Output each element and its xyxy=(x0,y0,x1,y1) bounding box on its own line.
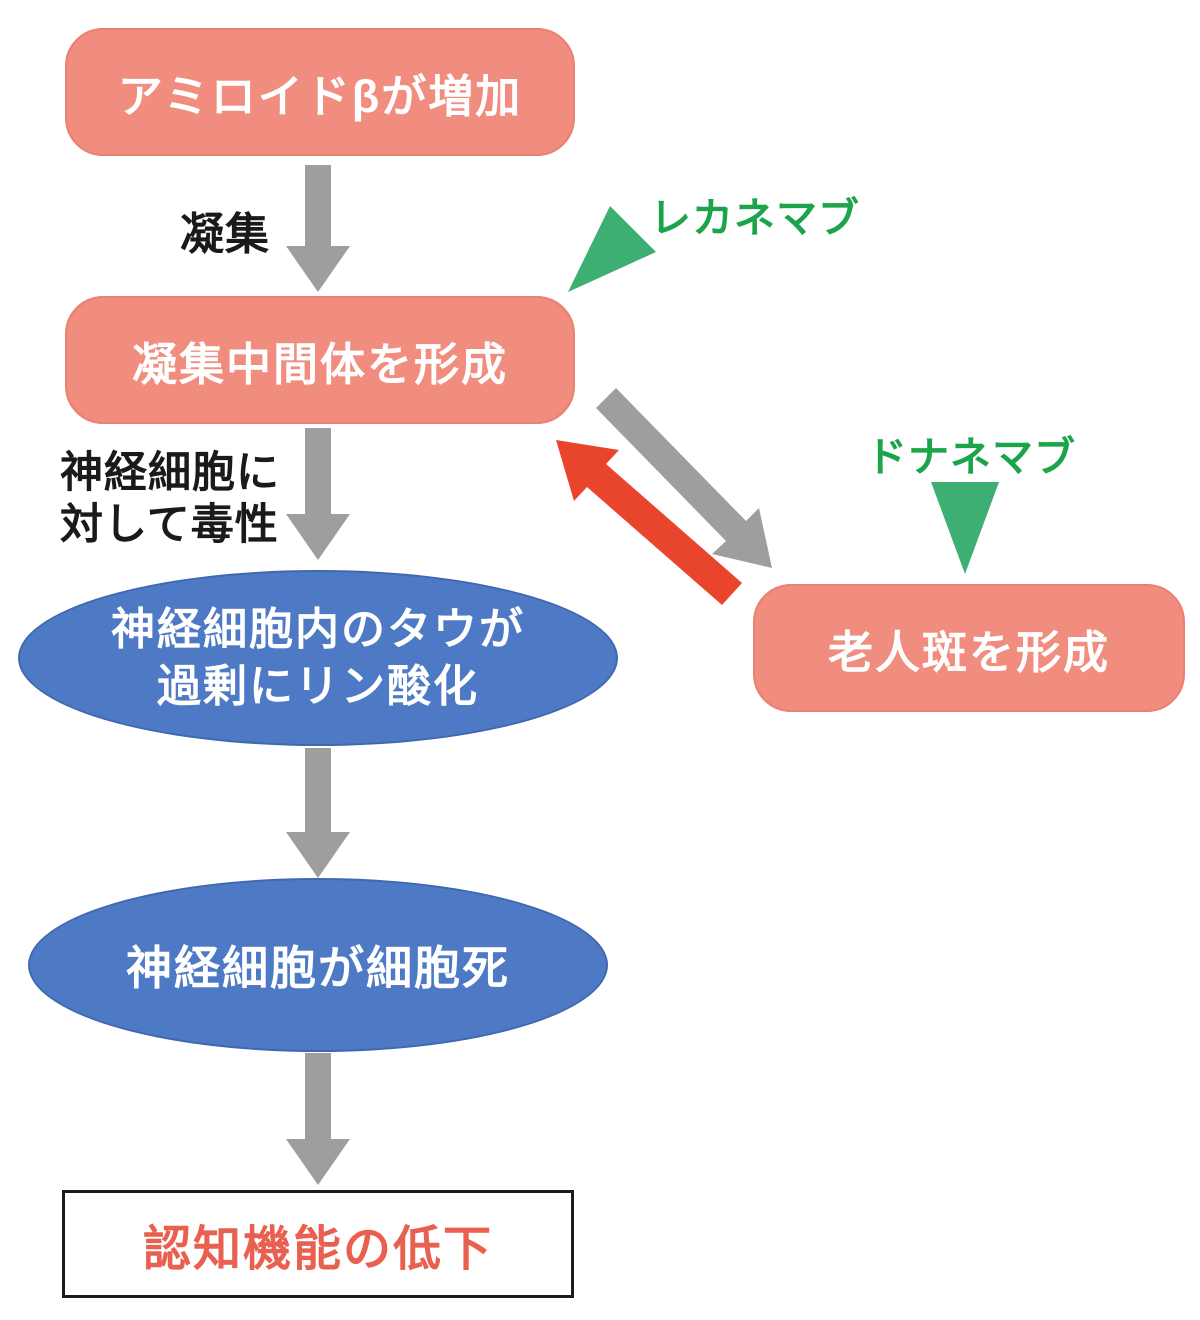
diagonal-arrow-to-plaque-icon xyxy=(596,388,772,568)
node-neuron-cell-death: 神経細胞が細胞死 xyxy=(28,878,608,1052)
down-arrow-aggregation-icon xyxy=(286,165,350,292)
node-tau-hyperphosphorylation: 神経細胞内のタウが 過剰にリン酸化 xyxy=(18,570,618,746)
node-neuron-cell-death-label: 神経細胞が細胞死 xyxy=(126,942,510,994)
down-arrow-tau-to-death-icon xyxy=(286,748,350,878)
lecanemab-pointer-icon xyxy=(568,206,656,292)
node-cognitive-decline: 認知機能の低下 xyxy=(62,1190,574,1298)
down-arrow-toxicity-icon xyxy=(286,428,350,560)
drug-label-lecanemab: レカネマブ xyxy=(650,195,860,241)
edge-label-toxicity-line2: 対して毒性 xyxy=(60,501,279,549)
node-aggregation-intermediate: 凝集中間体を形成 xyxy=(65,296,575,424)
node-cognitive-decline-label: 認知機能の低下 xyxy=(142,1223,493,1276)
node-tau-line2: 過剰にリン酸化 xyxy=(157,662,479,711)
edge-label-toxicity: 神経細胞に 対して毒性 xyxy=(60,447,280,551)
edge-label-toxicity-line1: 神経細胞に xyxy=(60,449,280,497)
drug-label-donanemab: ドナネマブ xyxy=(866,434,1076,480)
node-senile-plaque: 老人斑を形成 xyxy=(753,584,1185,712)
node-amyloid-beta-increase: アミロイドβが増加 xyxy=(65,28,575,156)
node-senile-plaque-label: 老人斑を形成 xyxy=(827,626,1110,678)
node-tau-line1: 神経細胞内のタウが xyxy=(111,605,525,654)
donanemab-pointer-icon xyxy=(931,482,999,574)
down-arrow-death-to-cognition-icon xyxy=(286,1053,350,1185)
edge-label-aggregation: 凝集 xyxy=(180,210,270,259)
node-aggregation-intermediate-label: 凝集中間体を形成 xyxy=(131,338,508,390)
node-amyloid-beta-increase-label: アミロイドβが増加 xyxy=(117,70,523,122)
diagonal-arrow-from-plaque-icon xyxy=(556,440,742,605)
